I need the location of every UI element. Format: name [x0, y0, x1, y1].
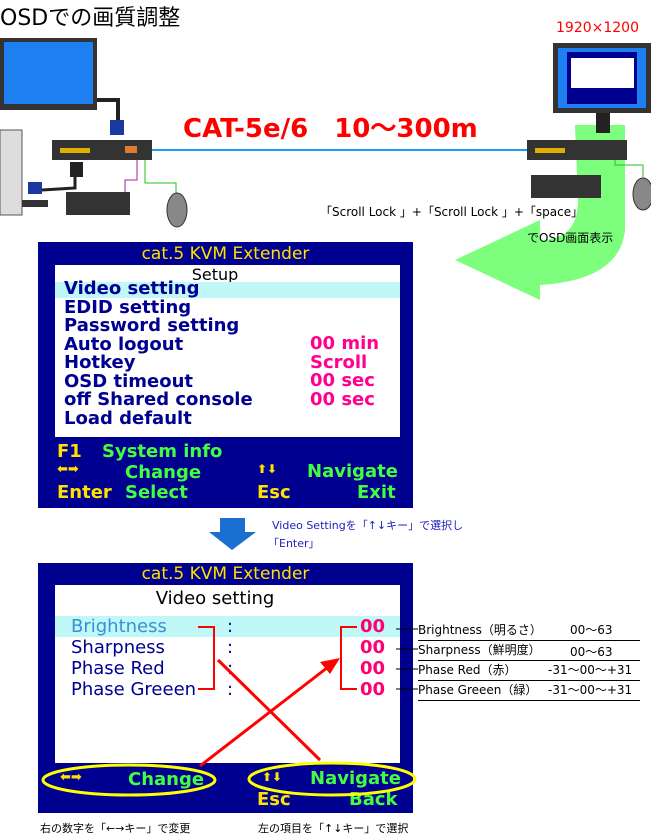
setup-osd-menu: cat.5 KVM Extender Setup Video setting E…	[38, 242, 413, 508]
annotation-range: -31～00～+31	[548, 683, 633, 697]
annotation-label: Sharpness（鮮明度）	[418, 643, 541, 657]
sharpness-value[interactable]: 00	[360, 637, 386, 658]
change-highlight-ellipse	[41, 763, 217, 797]
colon: :	[227, 658, 234, 679]
menu-item-phase-red[interactable]: Phase Red	[71, 658, 165, 679]
menu-header: cat.5 KVM Extender	[141, 564, 310, 584]
colon: :	[227, 679, 234, 700]
navigate-highlight-ellipse	[247, 761, 417, 797]
menu-item-brightness[interactable]: Brightness	[71, 616, 167, 637]
page-title: OSDでの画質調整	[0, 6, 181, 31]
left-right-arrows-icon: ⬅➡	[57, 462, 79, 477]
remote-extender	[527, 140, 627, 160]
annotation-range: 00～63	[570, 645, 613, 659]
select-label: Select	[125, 482, 188, 503]
cable-label: CAT-5e/6 10～300m	[183, 114, 478, 144]
menu-item-off-shared-console[interactable]: off Shared console	[64, 389, 253, 410]
colon: :	[227, 616, 234, 637]
down-arrow-icon	[209, 518, 256, 550]
selection-highlight	[55, 616, 400, 637]
annotation-row: Phase Greeen（緑） -31～00～+31	[418, 681, 640, 701]
selection-highlight	[55, 282, 400, 298]
menu-item-hotkey[interactable]: Hotkey	[64, 352, 136, 373]
esc-key: Esc	[257, 789, 291, 810]
exit-label: Exit	[357, 482, 396, 503]
local-keyboard	[66, 192, 130, 215]
bottom-left-caption: 右の数字を「←→キー」で変更	[40, 822, 191, 835]
menu-title: Video setting	[155, 588, 275, 609]
up-down-arrows-icon: ⬆⬇	[257, 462, 278, 476]
menu-item-video-setting[interactable]: Video setting	[64, 278, 200, 299]
navigate-label: Navigate	[307, 461, 398, 482]
change-label: Change	[128, 769, 205, 790]
menu-item-sharpness[interactable]: Sharpness	[71, 637, 165, 658]
esc-key: Esc	[257, 482, 291, 503]
hotkey-value: Scroll	[310, 351, 368, 373]
remote-keyboard	[531, 175, 601, 198]
navigate-label: Navigate	[310, 768, 401, 789]
instruction-line1: Video Settingを「↑↓キー」で選択し	[272, 519, 464, 532]
menu-item-edid-setting[interactable]: EDID setting	[64, 296, 192, 318]
left-bracket	[198, 626, 215, 690]
annotation-label: Brightness（明るさ）	[418, 623, 542, 637]
colon: :	[227, 637, 234, 658]
phase-red-value[interactable]: 00	[360, 658, 386, 679]
system-info-label: System info	[102, 441, 223, 462]
annotation-label: Phase Red（赤）	[418, 663, 517, 677]
arrow-head-icon	[320, 658, 340, 674]
pc-tower	[0, 129, 23, 216]
brightness-value[interactable]: 00	[360, 616, 386, 637]
menu-header: cat.5 KVM Extender	[141, 244, 310, 264]
local-extender	[52, 140, 152, 160]
annotation-row: Sharpness（鮮明度） 00～63	[418, 641, 640, 661]
instruction-line2: 「Enter」	[268, 537, 320, 550]
annotation-row: Phase Red（赤） -31～00～+31	[418, 661, 640, 681]
up-down-arrows-icon: ⬆⬇	[262, 770, 283, 784]
right-bracket	[340, 626, 357, 690]
auto-logout-value: 00 min	[310, 333, 380, 354]
shared-console-value: 00 sec	[310, 388, 375, 410]
phase-green-value[interactable]: 00	[360, 679, 386, 700]
change-label: Change	[125, 462, 202, 483]
menu-item-osd-timeout[interactable]: OSD timeout	[64, 370, 193, 392]
menu-item-password-setting[interactable]: Password setting	[64, 315, 240, 336]
hotkey-text: 「Scroll Lock 」+「Scroll Lock 」+「space」	[320, 205, 584, 219]
resolution-label: 1920×1200	[556, 20, 639, 36]
menu-item-phase-green[interactable]: Phase Greeen	[71, 679, 197, 700]
annotation-label: Phase Greeen（緑）	[418, 683, 538, 697]
green-arrow-icon	[455, 125, 625, 300]
annotation-range: 00～63	[570, 623, 613, 637]
enter-key: Enter	[57, 482, 112, 503]
hotkey-result: でOSD画面表示	[527, 231, 614, 245]
annotation-row: Brightness（明るさ） 00～63	[418, 621, 640, 641]
bottom-right-caption: 左の項目を「↑↓キー」で選択	[258, 822, 409, 835]
menu-title: Setup	[191, 265, 239, 284]
local-mouse	[166, 192, 188, 228]
left-right-arrows-icon: ⬅➡	[60, 770, 82, 785]
annotation-range: -31～00～+31	[548, 663, 633, 677]
menu-item-auto-logout[interactable]: Auto logout	[64, 333, 184, 355]
f1-key: F1	[57, 441, 82, 462]
menu-item-load-default[interactable]: Load default	[64, 407, 192, 429]
osd-timeout-value: 00 sec	[310, 370, 375, 391]
